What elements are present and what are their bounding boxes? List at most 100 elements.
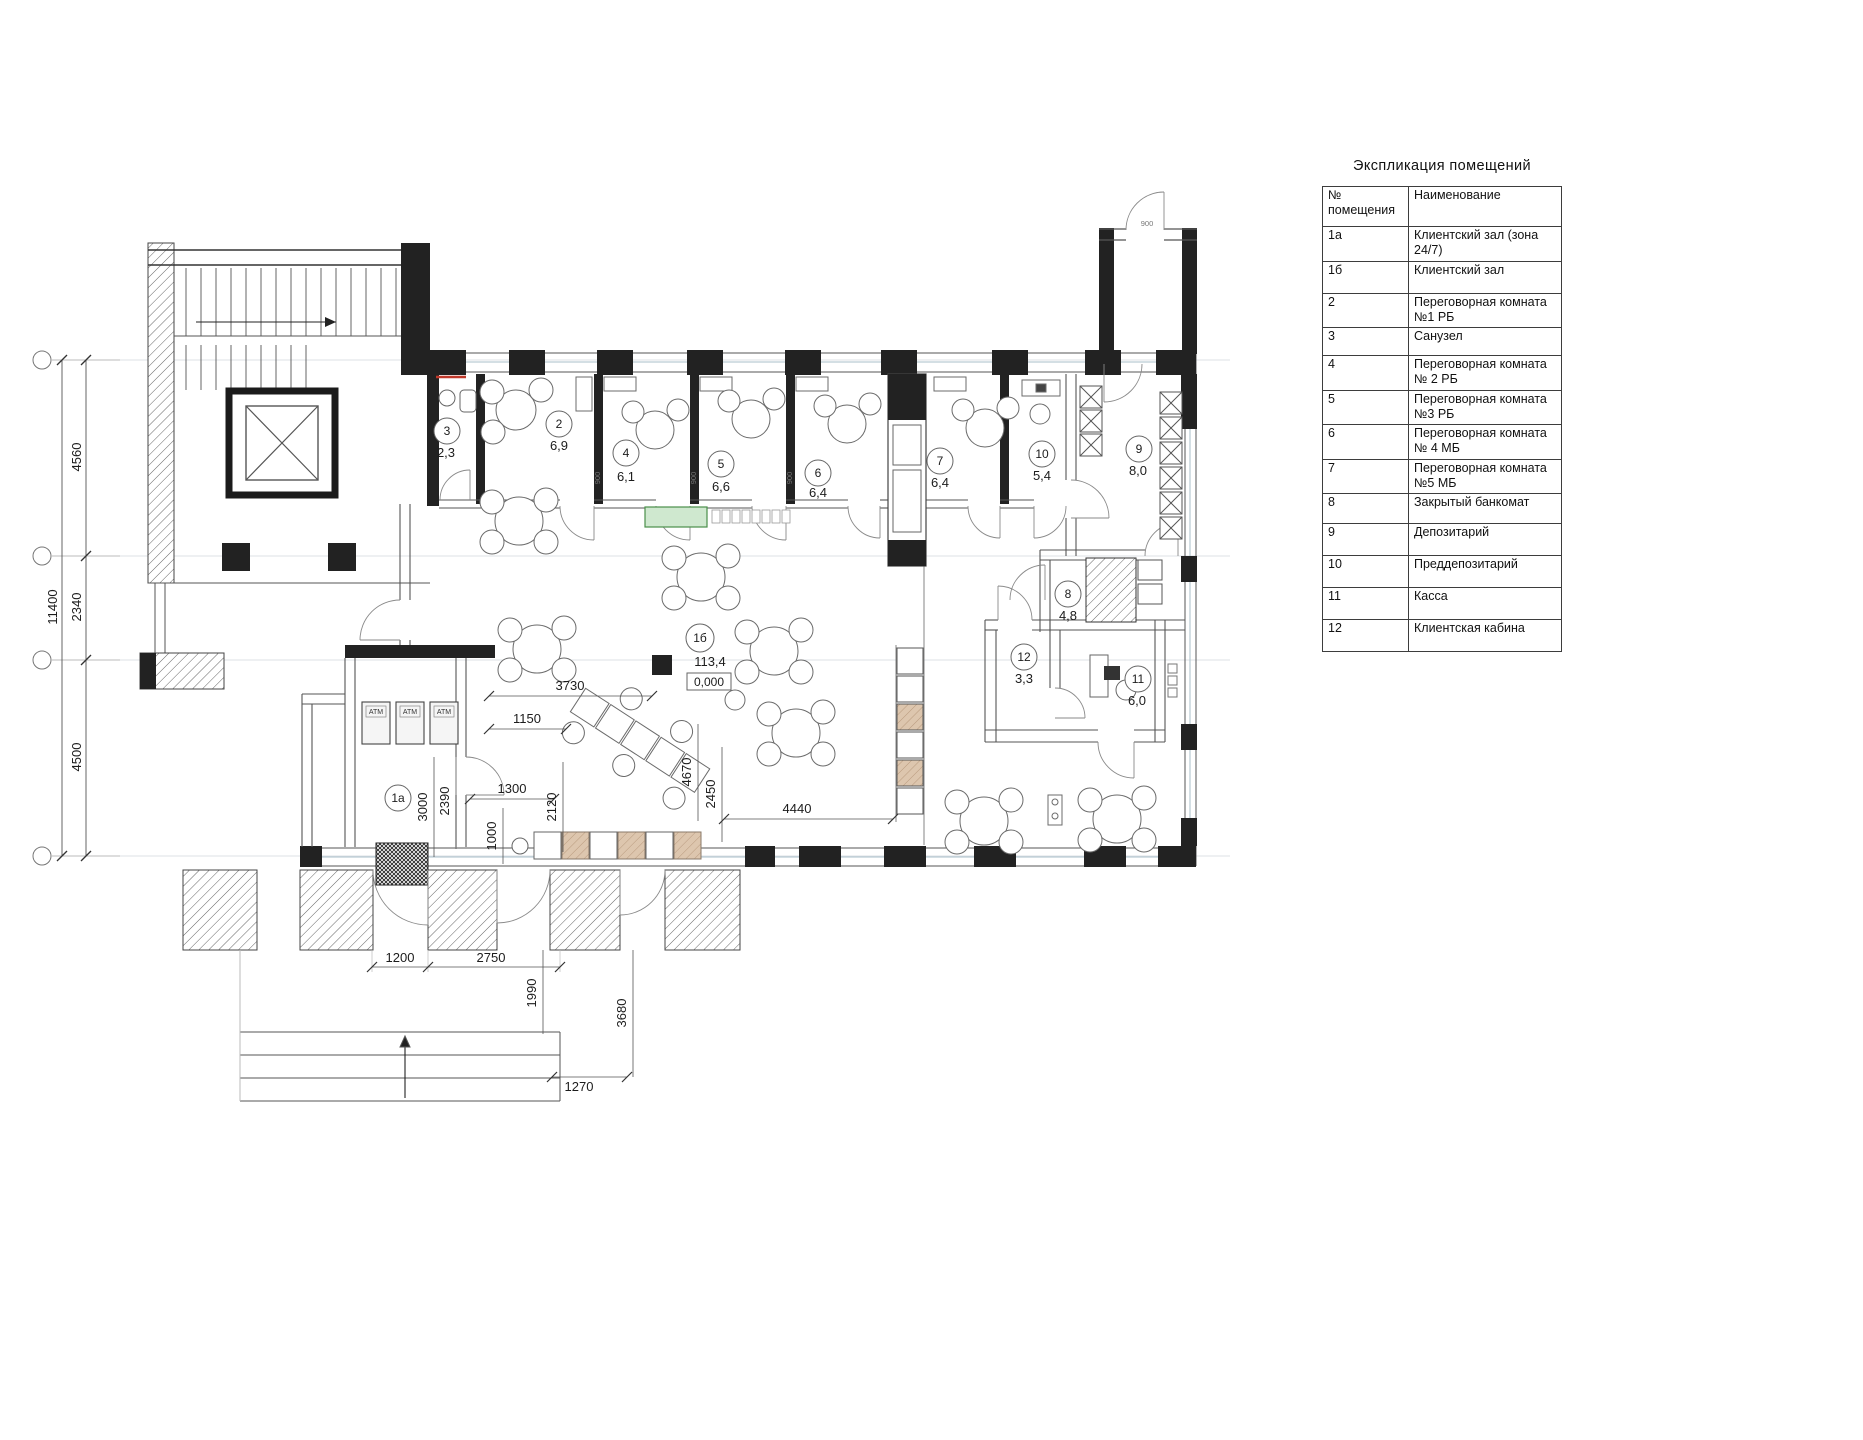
room-name-cell: Касса [1408, 587, 1562, 620]
columns [222, 543, 672, 675]
door-900-2: 900 [689, 472, 698, 485]
atm-label-1: АТМ [369, 709, 383, 716]
entrance-mat [375, 842, 429, 886]
room-11-number: 11 [1132, 672, 1145, 686]
exterior-steps [239, 950, 561, 1102]
door-900-1: 900 [593, 472, 602, 485]
room-2-area: 6,9 [550, 438, 568, 453]
room-10-area: 5,4 [1033, 468, 1051, 483]
room-8-number: 8 [1065, 587, 1072, 601]
room-9-area: 8,0 [1129, 463, 1147, 478]
atm-machines: АТМ АТМ АТМ [361, 701, 459, 745]
room-number-cell: 8 [1322, 493, 1409, 524]
room-6-area: 6,4 [809, 485, 827, 500]
room-2-number: 2 [556, 417, 563, 431]
dim-1300: 1300 [498, 781, 527, 796]
room-number-cell: 2 [1322, 292, 1409, 328]
room-name-cell: Переговорная комната №1 РБ [1408, 292, 1562, 328]
shaft [887, 373, 927, 567]
dim-4670: 4670 [679, 758, 694, 787]
room-name-cell: Переговорная комната №5 МБ [1408, 458, 1562, 494]
room-4-number: 4 [623, 446, 630, 460]
dim-2120: 2120 [544, 793, 559, 822]
vestibule [1099, 228, 1197, 354]
wc-fixtures [436, 375, 477, 413]
room-number-cell: 1а [1322, 226, 1409, 262]
staircase [147, 242, 430, 653]
dim-4560: 4560 [69, 443, 84, 472]
room-number-cell: 12 [1322, 619, 1409, 652]
room-6-number: 6 [815, 466, 822, 480]
dim-3000: 3000 [415, 793, 430, 822]
steps-direction-arrow [399, 1034, 411, 1048]
reception-desk [561, 687, 711, 810]
room-number-cell: 4 [1322, 355, 1409, 391]
room-12-area: 3,3 [1015, 671, 1033, 686]
atm-label-2: АТМ [403, 709, 417, 716]
dim-2390: 2390 [437, 787, 452, 816]
dim-1990: 1990 [524, 979, 539, 1008]
room-number-cell: 5 [1322, 389, 1409, 425]
room-name-cell: Депозитарий [1408, 523, 1562, 556]
dim-4500: 4500 [69, 743, 84, 772]
service-counter [644, 506, 791, 528]
dim-2450: 2450 [703, 780, 718, 809]
room-1a-number: 1а [391, 791, 405, 805]
dimensions-bottom: 1200 2750 1990 3680 1270 [366, 950, 634, 1094]
dim-3680: 3680 [614, 999, 629, 1028]
col-header-num-word: помещения [1328, 203, 1396, 218]
room-10-number: 10 [1035, 447, 1049, 461]
elevator [225, 387, 339, 499]
room-3-number: 3 [444, 424, 451, 438]
room-name-cell: Переговорная комната №3 РБ [1408, 389, 1562, 425]
exterior-walls [300, 350, 1197, 867]
meeting-room-furniture [479, 376, 1061, 450]
dim-2750: 2750 [477, 950, 506, 965]
stairs-direction-arrow [325, 317, 336, 327]
room-number-cell: 3 [1322, 327, 1409, 356]
partition-walls [399, 374, 1185, 845]
hatched-wall-stub [139, 652, 225, 690]
col-header-name: Наименование [1408, 186, 1562, 227]
room-number-cell: 6 [1322, 424, 1409, 460]
room-name-cell: Переговорная комната № 2 РБ [1408, 355, 1562, 391]
dim-1270: 1270 [565, 1079, 594, 1094]
hall-lockers [896, 647, 924, 815]
dim-1150: 1150 [513, 711, 541, 726]
strongroom-hatch [1085, 557, 1137, 623]
hall-area: 113,4 [694, 654, 726, 669]
room-number-cell: 7 [1322, 458, 1409, 494]
dim-2340: 2340 [69, 593, 84, 622]
entrance-piers [182, 869, 741, 951]
room-number-cell: 1б [1322, 260, 1409, 294]
doors [359, 191, 1179, 926]
atm-zone: АТМ АТМ АТМ [301, 645, 495, 886]
hall-number: 1б [693, 631, 707, 645]
room-8-area: 4,8 [1059, 608, 1077, 623]
dimensions-inner: 3730 1150 1300 2120 1000 3000 2390 4670 … [415, 678, 899, 864]
door-900-4: 900 [1141, 219, 1154, 228]
depositary-lockers [1079, 385, 1183, 623]
room-name-cell: Клиентский зал (зона 24/7) [1408, 226, 1562, 262]
level-mark: 0,000 [694, 675, 724, 689]
door-900-3: 900 [785, 472, 794, 485]
atm-label-3: АТМ [437, 709, 451, 716]
col-header-num-sign: № [1328, 188, 1342, 202]
room-name-cell: Переговорная комната № 4 МБ [1408, 424, 1562, 460]
room-9-number: 9 [1136, 442, 1143, 456]
room-labels: 3 2,3 2 6,9 4 6,1 5 6,6 6 6,4 7 6,4 10 5… [384, 410, 1153, 812]
room-7-area: 6,4 [931, 475, 949, 490]
dim-1000: 1000 [484, 822, 499, 851]
